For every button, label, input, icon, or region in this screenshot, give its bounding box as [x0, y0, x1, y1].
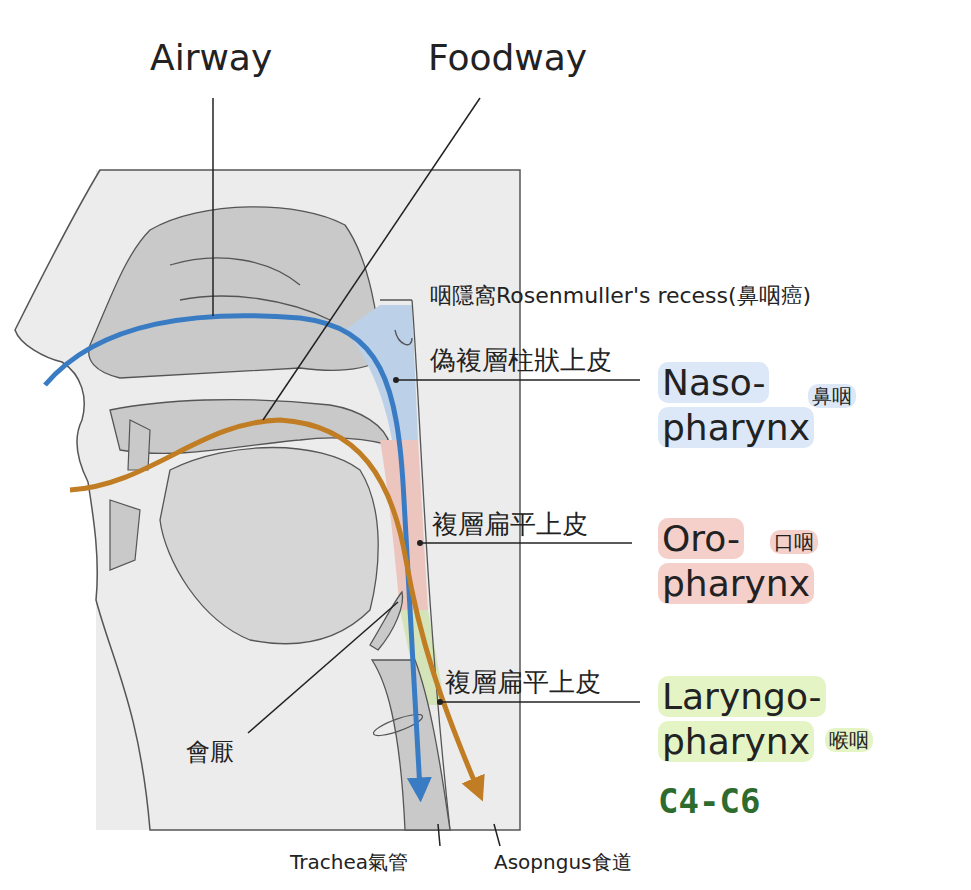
region-name: Naso- pharynx	[658, 362, 814, 448]
leader-dot	[393, 377, 399, 383]
part-name: 會厭	[186, 738, 234, 766]
rosenmuller-recess	[395, 330, 412, 345]
part-name: Asopngus食道	[494, 850, 632, 874]
label-box: 複層扁平上皮	[445, 666, 601, 699]
nasal-conchae	[170, 258, 330, 320]
region-name: 鼻咽	[808, 384, 856, 408]
label-box: C4-C6	[658, 780, 760, 823]
label-box: Naso- pharynx	[658, 360, 808, 450]
nasal-cavity	[89, 207, 382, 378]
label-box: 複層扁平上皮	[432, 508, 588, 541]
epiglottis	[370, 592, 403, 650]
label-box: Laryngo- pharynx	[658, 674, 853, 764]
region-name: 喉咽	[825, 728, 873, 752]
part-name: Airway	[150, 37, 272, 78]
label-box: Asopngus食道	[494, 850, 632, 875]
label-box: 咽隱窩Rosenmuller's recess(鼻咽癌)	[430, 282, 811, 310]
label-box: Airway	[150, 35, 272, 80]
teeth	[110, 420, 150, 570]
part-name: Trachea氣管	[290, 850, 408, 874]
leader-dot	[437, 699, 443, 705]
label-box: 偽複層柱狀上皮	[430, 344, 612, 377]
vertebra-level: C4-C6	[658, 781, 760, 821]
label-box: 喉咽	[825, 728, 873, 753]
tissue-label: 複層扁平上皮	[432, 509, 588, 539]
label-box: Foodway	[428, 35, 587, 80]
leader-dot	[417, 540, 423, 546]
note-label: 咽隱窩Rosenmuller's recess(鼻咽癌)	[430, 283, 811, 308]
foodway-arrow	[70, 420, 478, 790]
region-name: Laryngo- pharynx	[658, 676, 826, 762]
tissue-label: 複層扁平上皮	[445, 667, 601, 697]
part-name: Foodway	[428, 37, 587, 78]
label-box: Trachea氣管	[290, 850, 408, 875]
head-profile	[15, 170, 520, 830]
airway-arrow	[45, 316, 420, 790]
tongue	[160, 448, 378, 644]
label-box: 鼻咽	[808, 384, 856, 409]
label-box: 會厭	[186, 737, 234, 767]
label-box: 口咽	[770, 530, 818, 555]
leader-lines	[213, 98, 640, 846]
region-name: 口咽	[770, 530, 818, 554]
tissue-label: 偽複層柱狀上皮	[430, 345, 612, 375]
